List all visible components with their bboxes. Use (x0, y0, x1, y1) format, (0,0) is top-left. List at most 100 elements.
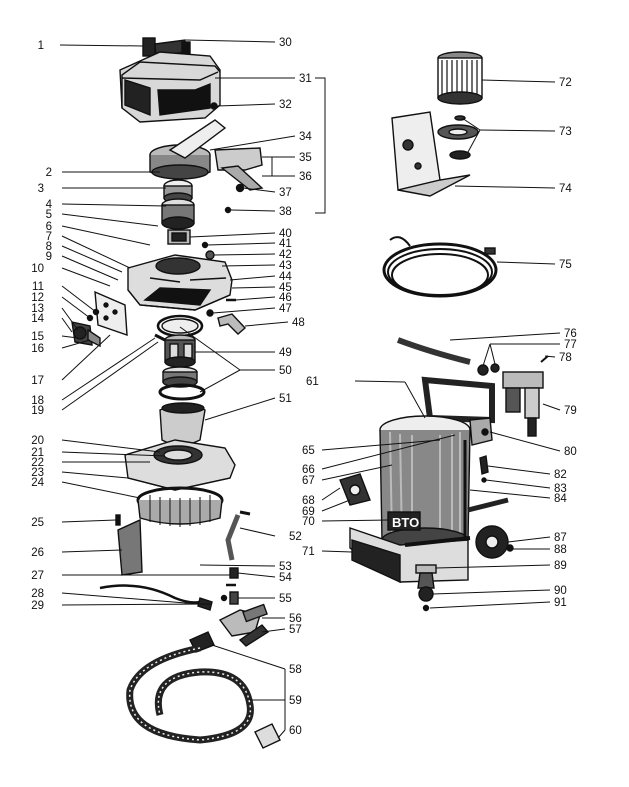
callout-label-65: 65 (302, 445, 315, 457)
tank-brand-text: BTO (392, 515, 419, 530)
part-head-housing (127, 254, 233, 311)
callout-label-4: 4 (46, 199, 53, 211)
callout-label-5: 5 (46, 209, 52, 221)
callout-label-30: 30 (279, 37, 292, 49)
callout-label-72: 72 (559, 77, 572, 89)
callout-label-43: 43 (279, 260, 292, 272)
callout-label-84: 84 (554, 493, 567, 505)
callout-label-12: 12 (31, 292, 44, 304)
callout-label-79: 79 (564, 405, 577, 417)
callout-label-71: 71 (302, 546, 315, 558)
callout-label-13: 13 (31, 303, 44, 315)
callout-label-61: 61 (306, 376, 319, 388)
part-air-regulator (502, 355, 549, 437)
leader-lines (59, 39, 561, 739)
part-filter-plate (391, 111, 471, 197)
callout-label-16: 16 (31, 343, 44, 355)
callout-label-18: 18 (31, 395, 44, 407)
callout-label-41: 41 (279, 238, 292, 250)
callout-label-59: 59 (289, 695, 302, 707)
callout-label-91: 91 (554, 597, 567, 609)
callout-label-89: 89 (554, 560, 567, 572)
callout-label-11: 11 (32, 281, 44, 293)
callout-label-32: 32 (279, 99, 292, 111)
part-motor-cover (119, 51, 221, 123)
callout-label-50: 50 (279, 365, 292, 377)
callout-label-69: 69 (302, 506, 315, 518)
callout-label-60: 60 (289, 725, 302, 737)
callout-label-51: 51 (279, 393, 292, 405)
callout-label-34: 34 (299, 131, 312, 143)
part-bearing (163, 179, 193, 204)
callout-label-82: 82 (554, 469, 567, 481)
part-switch-plate (71, 290, 128, 348)
callout-label-14: 14 (31, 313, 44, 325)
callout-label-15: 15 (31, 331, 44, 343)
part-coupling (161, 198, 195, 230)
part-clamp-bracket (214, 147, 264, 191)
callout-label-49: 49 (279, 347, 292, 359)
callout-label-1: 1 (38, 40, 44, 52)
callout-label-87: 87 (554, 532, 567, 544)
callout-label-21: 21 (31, 447, 44, 459)
callout-label-37: 37 (279, 187, 292, 199)
callout-label-2: 2 (46, 167, 52, 179)
callout-label-31: 31 (299, 73, 312, 85)
callout-label-27: 27 (31, 570, 44, 582)
callout-label-28: 28 (31, 588, 44, 600)
callout-label-35: 35 (299, 152, 312, 164)
callout-label-68: 68 (302, 495, 315, 507)
callout-label-90: 90 (554, 585, 567, 597)
callout-label-54: 54 (279, 572, 292, 584)
callout-label-24: 24 (31, 477, 44, 489)
callout-label-3: 3 (38, 183, 44, 195)
callout-label-46: 46 (279, 292, 292, 304)
callout-label-38: 38 (279, 206, 292, 218)
callout-label-83: 83 (554, 483, 567, 495)
callout-label-67: 67 (302, 475, 315, 487)
callout-label-56: 56 (289, 613, 302, 625)
callout-label-20: 20 (31, 435, 44, 447)
callout-label-70: 70 (302, 516, 315, 528)
callout-label-9: 9 (46, 251, 52, 263)
callout-label-58: 58 (289, 664, 302, 676)
callout-label-44: 44 (279, 271, 292, 283)
callout-label-78: 78 (559, 352, 572, 364)
part-cartridge-filter (437, 51, 483, 105)
callout-label-48: 48 (292, 317, 305, 329)
callout-label-36: 36 (299, 171, 312, 183)
callout-label-80: 80 (564, 446, 577, 458)
callout-label-25: 25 (31, 517, 44, 529)
callout-label-40: 40 (279, 228, 292, 240)
callout-label-29: 29 (31, 600, 44, 612)
callout-label-57: 57 (289, 624, 302, 636)
callout-label-6: 6 (46, 221, 52, 233)
part-suction-hose (126, 631, 281, 749)
callout-label-74: 74 (559, 183, 572, 195)
part-castor (415, 564, 437, 612)
callout-label-42: 42 (279, 249, 292, 261)
callout-label-17: 17 (31, 375, 44, 387)
callout-label-55: 55 (279, 593, 292, 605)
callout-label-10: 10 (31, 263, 44, 275)
callout-label-22: 22 (31, 457, 44, 469)
callout-label-76: 76 (564, 328, 577, 340)
part-coiled-cable (382, 236, 498, 298)
part-filter-basket (136, 486, 224, 527)
callout-label-8: 8 (46, 241, 52, 253)
callout-label-19: 19 (31, 405, 44, 417)
callout-label-7: 7 (46, 231, 52, 243)
callout-label-88: 88 (554, 544, 567, 556)
part-motor (164, 334, 196, 368)
part-base-housing (124, 439, 236, 491)
callout-label-47: 47 (279, 303, 292, 315)
callout-label-26: 26 (31, 547, 44, 559)
callout-label-73: 73 (559, 126, 572, 138)
callout-label-45: 45 (279, 282, 292, 294)
callout-labels: 1234567891011121314151617181920212223242… (31, 37, 577, 737)
part-hose-connector (218, 603, 270, 647)
callout-label-23: 23 (31, 467, 44, 479)
part-lid (149, 119, 227, 180)
callout-label-77: 77 (564, 339, 577, 351)
